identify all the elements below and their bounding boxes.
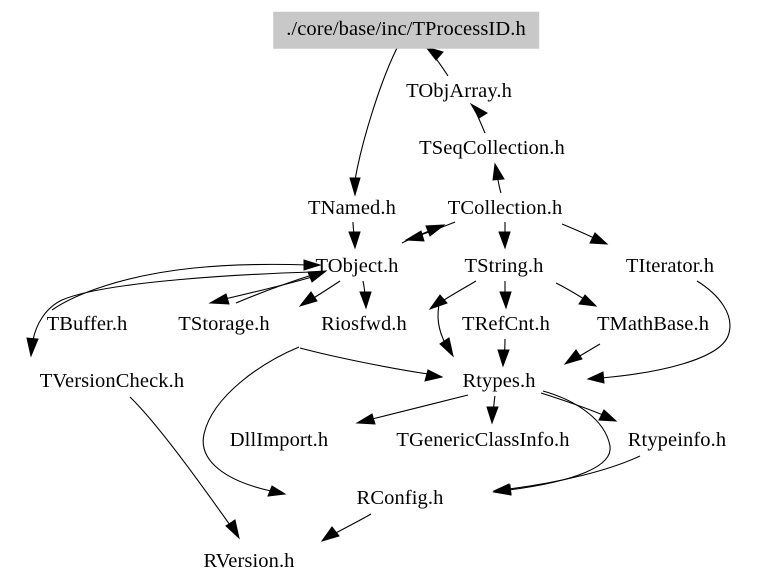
node-tnamed[interactable]: TNamed.h [308, 196, 396, 219]
root-node-tprocessid[interactable]: ./core/base/inc/TProcessID.h [273, 11, 539, 49]
node-tgenericclassinfo[interactable]: TGenericClassInfo.h [396, 428, 570, 451]
node-tobjarray[interactable]: TObjArray.h [406, 79, 512, 102]
edge-tobjarray-to-tprocessid [424, 46, 449, 77]
edge-tobject-to-tstorage [208, 276, 313, 305]
edge-tnamed-to-tobject [348, 221, 361, 250]
edge-rconfig-to-rversion [320, 513, 372, 542]
node-rtypes[interactable]: Rtypes.h [462, 369, 536, 392]
node-tmathbase[interactable]: TMathBase.h [596, 312, 710, 335]
node-tstorage[interactable]: TStorage.h [178, 312, 270, 335]
edge-rtypes-to-tgenericclassinfo [486, 395, 499, 425]
edge-tcollection-to-tseqcollection [492, 162, 505, 194]
edge-tprocessid-to-tnamed [349, 47, 398, 197]
node-rconfig[interactable]: RConfig.h [356, 486, 444, 509]
node-tseqcollection[interactable]: TSeqCollection.h [419, 136, 565, 159]
node-tcollection[interactable]: TCollection.h [447, 196, 563, 219]
edge-rtypeinfo-to-rconfig [492, 455, 641, 495]
edge-tstring-left-to-rtypes [437, 299, 454, 358]
node-tbuffer[interactable]: TBuffer.h [46, 312, 128, 335]
edge-tstring-to-tmathbase [555, 282, 598, 307]
node-trefcnt[interactable]: TRefCnt.h [461, 312, 551, 335]
node-rversion[interactable]: RVersion.h [203, 549, 295, 572]
edge-tcollection-to-titerator [561, 223, 609, 245]
node-rtypeinfo[interactable]: Rtypeinfo.h [627, 428, 727, 451]
node-tversioncheck[interactable]: TVersionCheck.h [39, 369, 185, 392]
edge-tcollection-to-tstring [498, 222, 511, 250]
edge-tseqcollection-to-tobjarray [469, 102, 488, 134]
edge-tobject-to-tversioncheck [26, 271, 313, 358]
edge-tstorage-to-tobject [235, 270, 328, 304]
edge-tobject-to-riosfwd [298, 280, 341, 307]
edge-rtypes-to-dllimport [355, 394, 469, 425]
edge-trefcnt-to-rtypes [497, 338, 510, 368]
edge-tstring-to-trefcnt [499, 281, 512, 310]
edge-riosfwd-to-rtypes [299, 347, 444, 382]
node-dllimport[interactable]: DllImport.h [229, 428, 329, 451]
edge-tobject-to-tcollection [401, 224, 446, 244]
edge-tversioncheck-to-rversion [129, 396, 240, 540]
edge-titerator-to-rtypes [586, 280, 731, 384]
edge-riosfwd-to-rconfig [202, 346, 300, 497]
node-riosfwd[interactable]: Riosfwd.h [321, 312, 407, 335]
node-tstring[interactable]: TString.h [464, 254, 544, 277]
node-tobject[interactable]: TObject.h [315, 254, 399, 277]
edge-tbuffer-to-tobject [51, 259, 322, 311]
edge-tobject-to-rtypes-mid [359, 280, 372, 310]
node-titerator[interactable]: TIterator.h [625, 254, 715, 277]
edge-tmathbase-to-rtypes [563, 343, 601, 365]
